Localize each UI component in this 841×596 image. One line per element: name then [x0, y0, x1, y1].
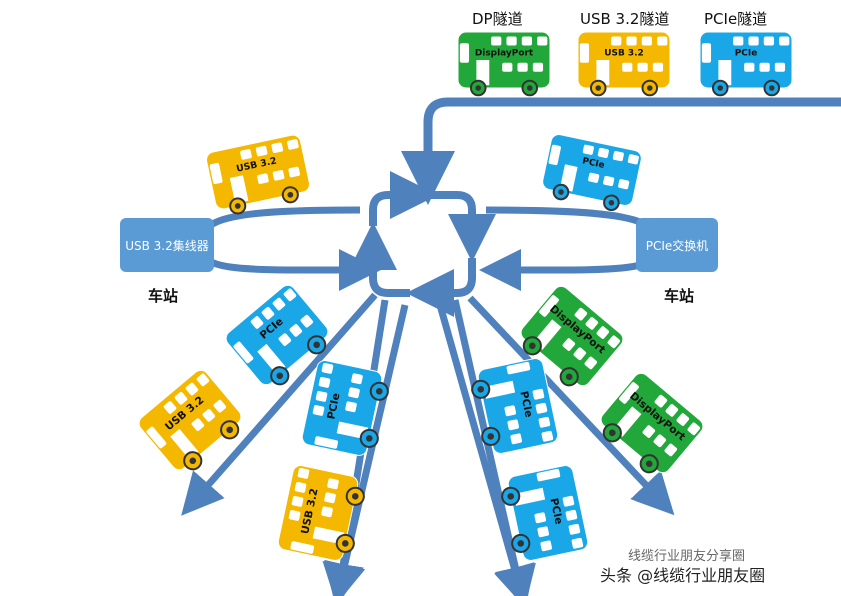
watermark-top: 线缆行业朋友分享圈 — [628, 549, 746, 564]
tunnel-label-dp: DP隧道 — [472, 10, 523, 28]
bus-label: DisplayPort — [475, 49, 534, 59]
bus-9: DisplayPort — [600, 372, 704, 474]
bus-2: PCIe — [225, 284, 329, 386]
station-label-right: 车站 — [664, 287, 695, 305]
bus-label: USB 3.2 — [604, 49, 644, 59]
bus-label: PCIe — [547, 497, 564, 525]
usb-hub-box: USB 3.2集线器 — [120, 218, 214, 272]
tunnel-inflow-arrow — [401, 97, 841, 205]
roundabout-arrow-left — [369, 171, 438, 226]
left-loop-bottom — [196, 244, 381, 292]
bus-label: PCIe — [735, 49, 758, 59]
bus-8: DisplayPort — [520, 285, 624, 387]
station-label-left: 车站 — [148, 287, 179, 305]
pcie-switch-box: PCIe交换机 — [636, 218, 718, 272]
bus-4: PCIe — [301, 360, 389, 456]
roundabout-arrow-right — [406, 258, 476, 317]
bus-1: PCIe — [542, 134, 642, 212]
bus-label: PCIe — [325, 392, 342, 420]
roundabout-arrow-top — [392, 191, 496, 262]
tunnel-label-usb: USB 3.2隧道 — [580, 10, 670, 28]
bus-0: USB 3.2 — [206, 134, 310, 215]
bus-7: PCIe — [501, 465, 589, 561]
right-loop-top — [485, 206, 664, 246]
outflow-arrow — [181, 292, 378, 516]
bus-3: USB 3.2 — [138, 369, 242, 471]
tunnel-bus-2: PCIe — [699, 31, 793, 97]
tunnel-bus-0: DisplayPort — [457, 31, 551, 97]
watermark-bottom: 头条 @线缆行业朋友圈 — [600, 566, 766, 585]
outflow-arrow — [467, 295, 675, 516]
bus-6: PCIe — [471, 358, 559, 454]
bus-label: PCIe — [581, 156, 605, 170]
bus-label: PCIe — [517, 390, 534, 418]
roundabout-arrow-bottom — [349, 222, 410, 297]
tunnel-label-pcie: PCIe隧道 — [704, 10, 768, 28]
bus-5: USB 3.2 — [277, 465, 365, 561]
tunnel-bus-1: USB 3.2 — [577, 31, 671, 97]
left-loop-top — [196, 206, 361, 246]
